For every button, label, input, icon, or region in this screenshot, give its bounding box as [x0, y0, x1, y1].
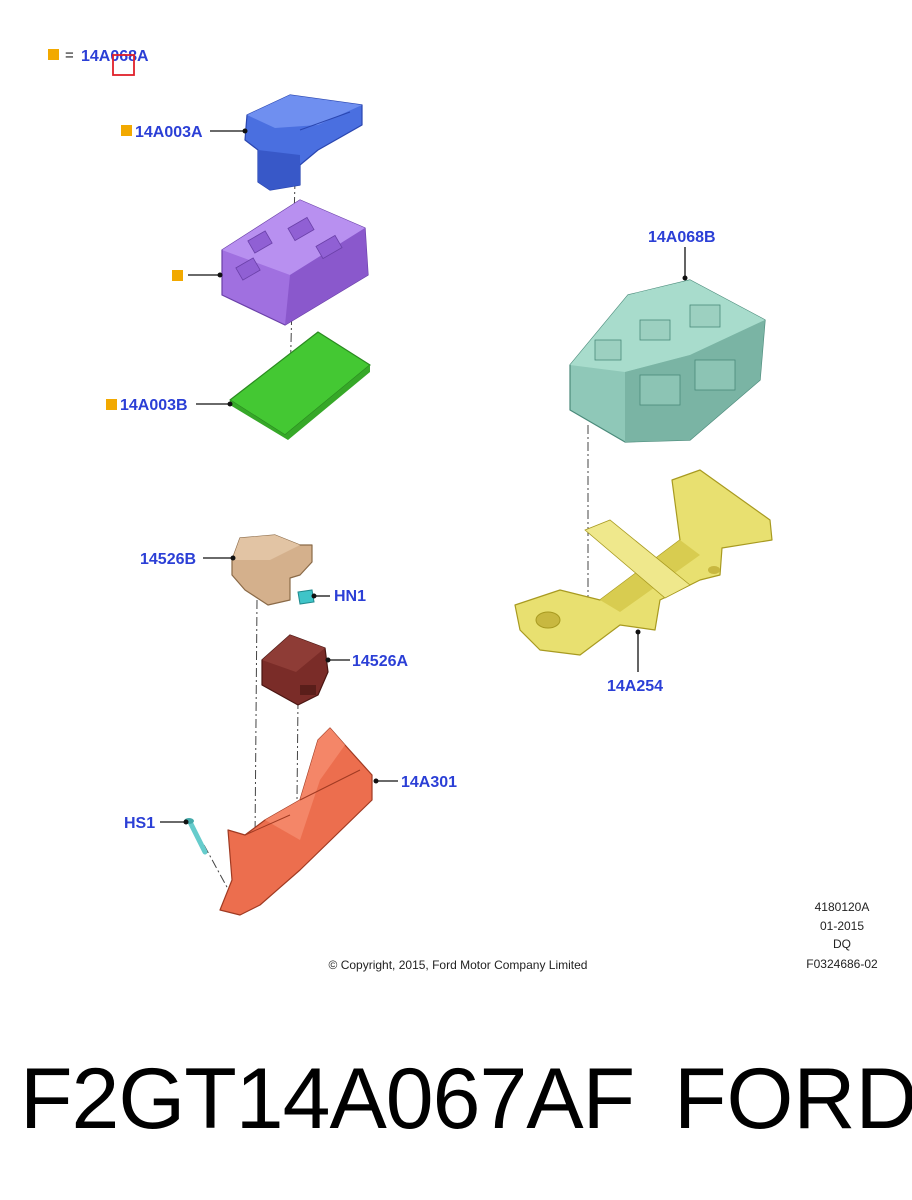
label-hn1: HN1 — [334, 588, 366, 605]
module-part — [221, 199, 369, 326]
legend: = 14A068A — [48, 47, 149, 76]
callout-tray: 14A301 — [373, 774, 457, 791]
brand-name: FORD — [674, 1051, 912, 1147]
legend-swatch — [48, 49, 59, 60]
block-14526b-part — [231, 534, 313, 606]
legend-equals: = — [65, 47, 74, 64]
fuse-box-14a068b-part — [569, 279, 766, 443]
stamp-code: 4180120A — [815, 900, 870, 914]
tray-14a301-part — [219, 727, 373, 916]
callout-cover-dark: 14526A — [325, 653, 408, 670]
callout-mount-bracket: 14A254 — [607, 629, 663, 695]
callout-clip: HN1 — [311, 588, 366, 605]
stamp-date: 01-2015 — [820, 919, 864, 933]
exploded-parts-diagram: = 14A068A — [48, 47, 878, 972]
callout-module — [172, 270, 223, 281]
cover-14526a-part — [261, 634, 329, 706]
callout-base-plate: 14A003B — [106, 397, 233, 414]
label-14a003a: 14A003A — [135, 124, 203, 141]
label-14526b: 14526B — [140, 551, 196, 568]
part-number: F2GT14A067AF — [20, 1051, 635, 1147]
cover-14a003a-part — [244, 94, 363, 191]
label-hs1: HS1 — [124, 815, 155, 832]
callout-fuse-box: 14A068B — [648, 229, 716, 281]
marker-square-base-plate — [106, 399, 117, 410]
callout-cover: 14A003A — [121, 124, 248, 141]
stamp-initials: DQ — [833, 937, 851, 951]
label-14a003b: 14A003B — [120, 397, 188, 414]
label-14526a: 14526A — [352, 653, 408, 670]
marker-square-cover — [121, 125, 132, 136]
drawing-stamp: 4180120A 01-2015 DQ F0324686-02 — [806, 900, 878, 971]
callout-bracket-upper: 14526B — [140, 551, 236, 568]
stamp-ref: F0324686-02 — [806, 957, 878, 971]
label-14a254: 14A254 — [607, 678, 663, 695]
legend-part-label: 14A068A — [81, 48, 149, 65]
callout-screw: HS1 — [124, 815, 189, 832]
legend-highlight-box — [112, 54, 135, 76]
marker-square-module — [172, 270, 183, 281]
mount-bracket-14a254-part — [514, 469, 773, 656]
label-14a068b: 14A068B — [648, 229, 716, 246]
copyright-notice: © Copyright, 2015, Ford Motor Company Li… — [329, 958, 588, 972]
label-14a301: 14A301 — [401, 774, 457, 791]
base-plate-14a003b-part — [229, 331, 371, 440]
clip-hn1-part — [297, 589, 315, 605]
caption: F2GT14A067AF FORD — [20, 1050, 912, 1160]
